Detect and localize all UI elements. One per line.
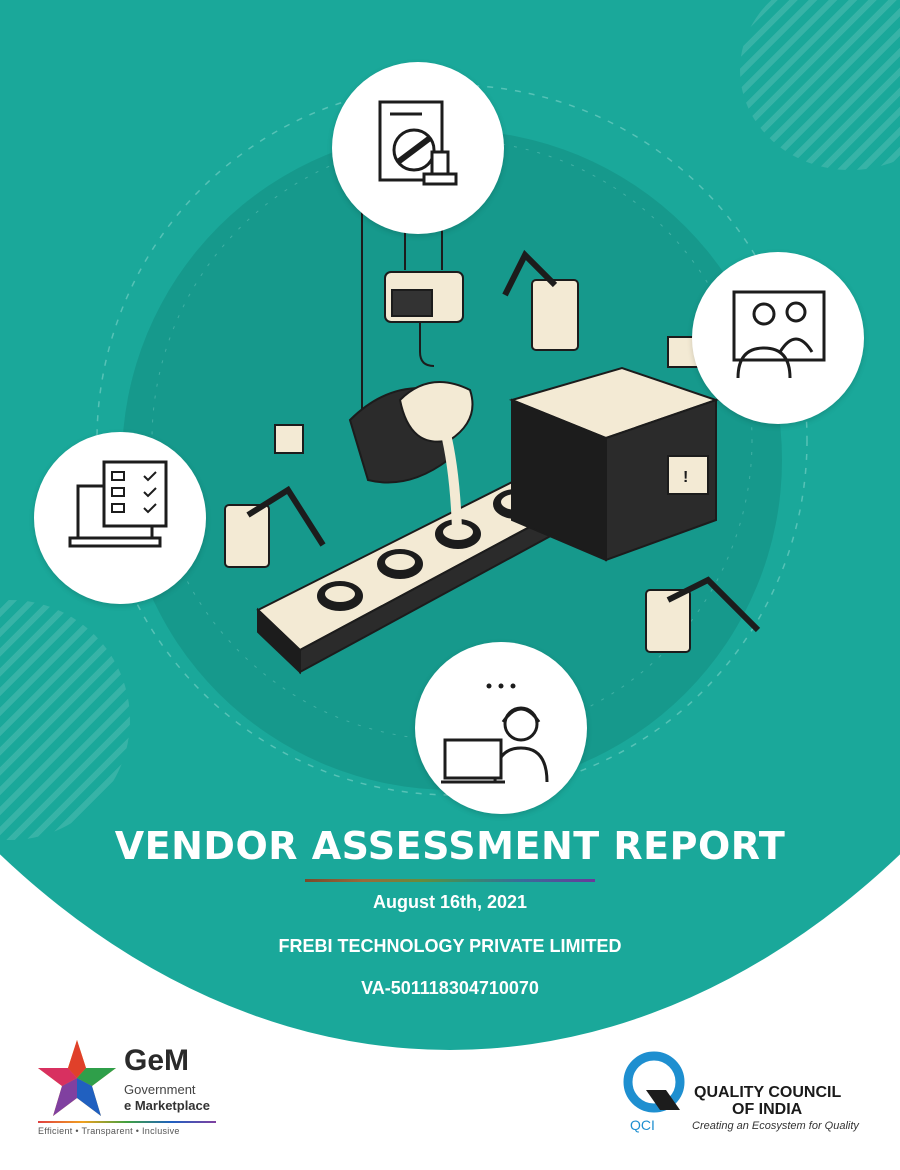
vendor-assessment-id: VA-501118304710070 [361, 978, 539, 998]
gem-name: GeM [124, 1044, 190, 1077]
qci-name-line2: OF INDIA [732, 1101, 803, 1118]
factory-illustration: ! [96, 84, 808, 796]
orbit-dashes [96, 84, 808, 796]
qci-abbr: QCI [630, 1117, 655, 1133]
svg-text:!: ! [683, 469, 688, 486]
company-name: FREBI TECHNOLOGY PRIVATE LIMITED [278, 936, 622, 956]
support-agent-icon [441, 683, 549, 784]
document-stamp-icon [378, 100, 458, 186]
crane-hook [384, 271, 464, 367]
title-underline [305, 879, 595, 882]
gem-line1: Government [124, 1082, 196, 1097]
video-conference-icon [732, 290, 826, 379]
gem-logo: GeM Government e Marketplace Efficient •… [36, 1038, 236, 1138]
qci-q-icon: QCI [623, 1051, 685, 1133]
qci-tagline: Creating an Ecosystem for Quality [692, 1120, 859, 1132]
qci-logo: QCI QUALITY COUNCIL OF INDIA Creating an… [620, 1050, 880, 1140]
pouring-bucket [348, 381, 474, 531]
gem-tagline: Efficient • Transparent • Inclusive [38, 1126, 180, 1136]
laptop-checklist-circle [34, 432, 206, 604]
report-date: August 16th, 2021 [372, 892, 528, 912]
gem-divider [38, 1121, 216, 1123]
robot-arm [224, 249, 761, 653]
laptop-checklist-icon [68, 460, 168, 548]
gem-line2: e Marketplace [124, 1098, 210, 1113]
document-circle [332, 62, 504, 234]
orbit-dashes [151, 139, 753, 741]
support-agent-circle [415, 642, 587, 814]
qci-name-line1: QUALITY COUNCIL [694, 1084, 842, 1101]
gem-star-icon [38, 1040, 116, 1116]
report-title: VENDOR ASSESSMENT REPORT [114, 824, 786, 868]
assembly-machine: ! [508, 366, 720, 562]
video-conference-circle [692, 252, 864, 424]
